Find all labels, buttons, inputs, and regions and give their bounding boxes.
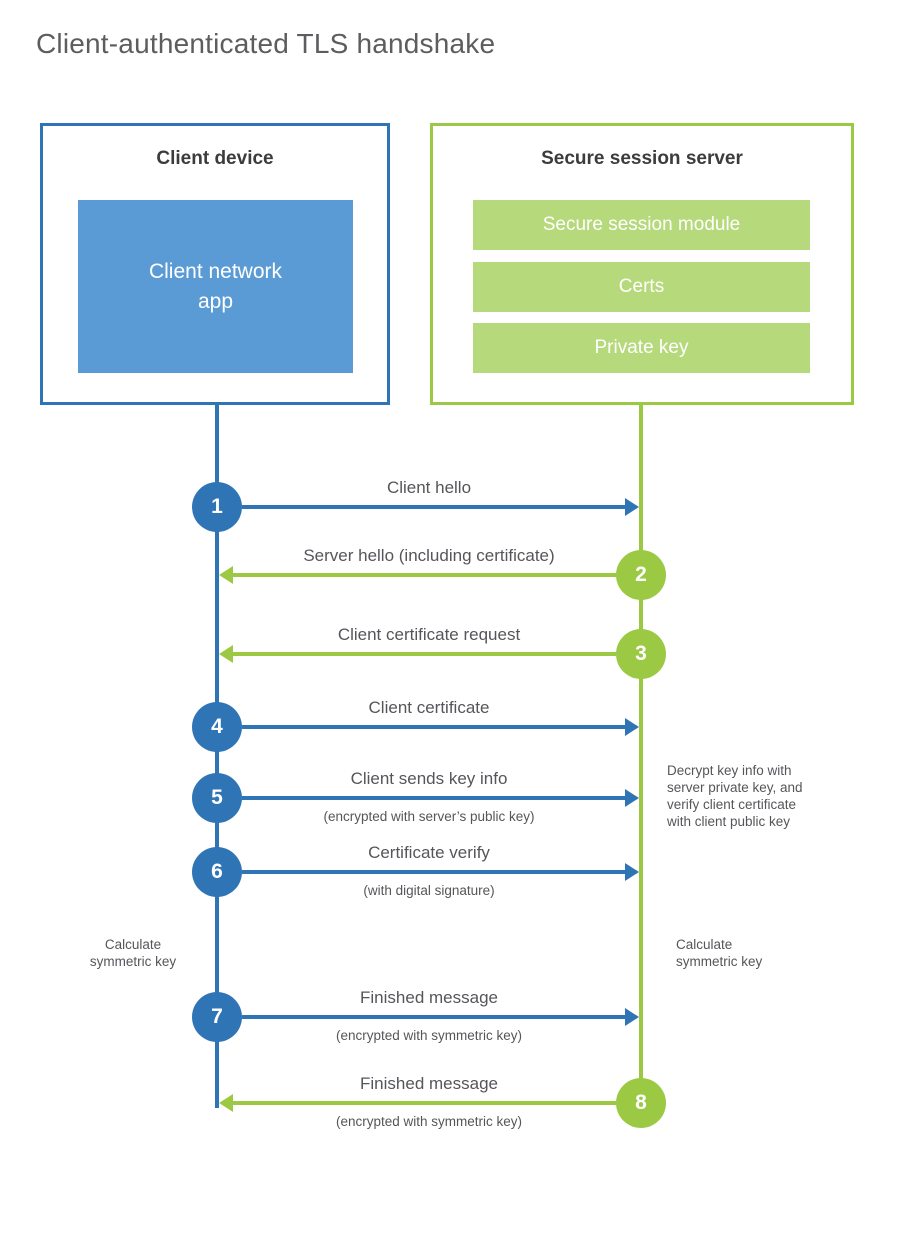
arrow-line xyxy=(242,870,625,874)
server-module-private-key: Private key xyxy=(473,323,810,373)
arrow-head-right-icon xyxy=(625,718,639,736)
arrow-line xyxy=(233,652,616,656)
step-number-badge: 5 xyxy=(192,773,242,823)
arrow-head-left-icon xyxy=(219,645,233,663)
server-module-secure-session-module: Secure session module xyxy=(473,200,810,250)
client-device-title: Client device xyxy=(156,148,274,169)
arrow-head-left-icon xyxy=(219,566,233,584)
client-calculate-symmetric-key-note: Calculate symmetric key xyxy=(89,937,177,969)
arrow-head-right-icon xyxy=(625,1008,639,1026)
arrow-head-right-icon xyxy=(625,789,639,807)
step-number-badge: 6 xyxy=(192,847,242,897)
arrow-line xyxy=(242,1015,625,1019)
page-title: Client-authenticated TLS handshake xyxy=(36,28,496,59)
arrow-line xyxy=(242,505,625,509)
step-number-badge: 2 xyxy=(616,550,666,600)
arrow-head-left-icon xyxy=(219,1094,233,1112)
message-label: Finished message xyxy=(360,988,498,1007)
step-number-badge: 3 xyxy=(616,629,666,679)
arrow-head-right-icon xyxy=(625,863,639,881)
message-label: Client hello xyxy=(386,478,472,497)
step-number-badge: 8 xyxy=(616,1078,666,1128)
message-label: Client certificate request xyxy=(337,625,521,644)
server-module-certs: Certs xyxy=(473,262,810,312)
arrow-head-right-icon xyxy=(625,498,639,516)
message-sublabel: (with digital signature) xyxy=(363,883,495,898)
client-lifeline xyxy=(215,405,219,1108)
arrow-line xyxy=(233,1101,616,1105)
message-label: Finished message xyxy=(360,1074,498,1093)
step-number-badge: 4 xyxy=(192,702,242,752)
server-decrypt-note: Decrypt key info with server private key… xyxy=(667,763,803,829)
arrow-line xyxy=(233,573,616,577)
client-network-app-box: Client network app xyxy=(78,200,353,373)
secure-session-server-title: Secure session server xyxy=(541,148,743,169)
step-number-badge: 1 xyxy=(192,482,242,532)
arrow-line xyxy=(242,725,625,729)
message-sublabel: (encrypted with symmetric key) xyxy=(335,1028,523,1043)
message-label: Client sends key info xyxy=(350,769,508,788)
message-label: Client certificate xyxy=(368,698,490,717)
arrow-line xyxy=(242,796,625,800)
server-calculate-symmetric-key-note: Calculate symmetric key xyxy=(676,937,763,969)
message-label: Server hello (including certificate) xyxy=(303,546,555,565)
message-sublabel: (encrypted with symmetric key) xyxy=(335,1114,523,1129)
message-sublabel: (encrypted with server’s public key) xyxy=(323,809,535,824)
message-label: Certificate verify xyxy=(368,843,490,862)
server-lifeline xyxy=(639,405,643,1105)
step-number-badge: 7 xyxy=(192,992,242,1042)
